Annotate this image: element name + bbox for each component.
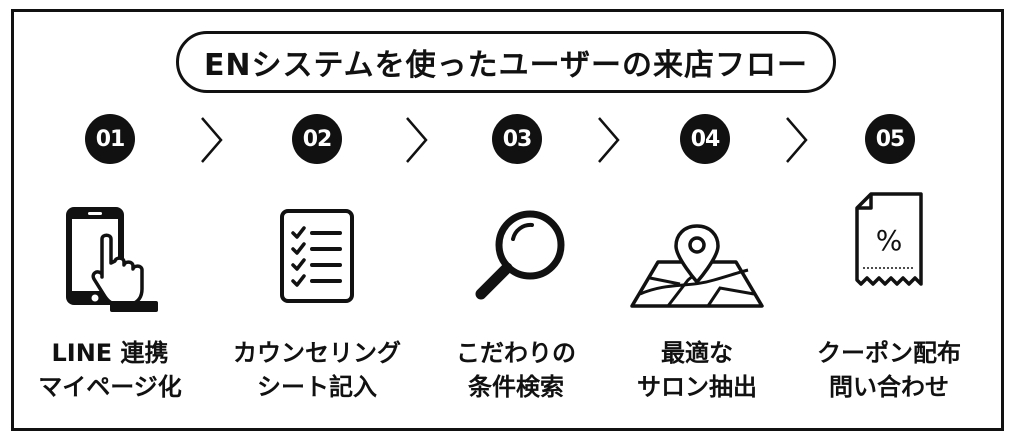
step-label-line: クーポン配布 xyxy=(817,339,961,367)
step-number-badge-3: 03 xyxy=(492,114,542,164)
step-label-line: こだわりの xyxy=(456,339,576,367)
step-number-badge-4: 04 xyxy=(680,114,730,164)
flow-title: ENシステムを使ったユーザーの来店フロー xyxy=(176,31,836,93)
map-pin-icon xyxy=(630,224,764,308)
step-label-line: 条件検索 xyxy=(468,373,564,401)
checklist-icon xyxy=(280,209,354,303)
step-label-4: 最適な サロン抽出 xyxy=(602,336,792,404)
percent-symbol: % xyxy=(876,224,903,257)
step-label-3: こだわりの 条件検索 xyxy=(421,336,611,404)
step-number-badge-5: 05 xyxy=(865,114,915,164)
smartphone-tap-icon xyxy=(66,207,158,312)
step-label-line: 問い合わせ xyxy=(829,373,949,401)
step-label-line: シート記入 xyxy=(257,373,377,401)
step-label-5: クーポン配布 問い合わせ xyxy=(794,336,984,404)
chevron-right-icon xyxy=(786,117,808,163)
step-label-line: マイページ化 xyxy=(38,373,182,401)
chevron-right-icon xyxy=(598,117,620,163)
step-number-badge-2: 02 xyxy=(292,114,342,164)
magnifier-icon xyxy=(475,210,565,300)
coupon-percent-icon: % xyxy=(855,192,923,286)
step-label-1: LINE 連携 マイページ化 xyxy=(15,336,205,404)
step-label-2: カウンセリング シート記入 xyxy=(222,336,412,404)
chevron-right-icon xyxy=(201,117,223,163)
step-label-line: サロン抽出 xyxy=(637,373,757,401)
step-label-line: カウンセリング xyxy=(233,339,401,367)
chevron-right-icon xyxy=(406,117,428,163)
step-label-line: 最適な xyxy=(661,339,733,367)
step-number-badge-1: 01 xyxy=(85,114,135,164)
step-label-line: LINE 連携 xyxy=(51,339,169,367)
